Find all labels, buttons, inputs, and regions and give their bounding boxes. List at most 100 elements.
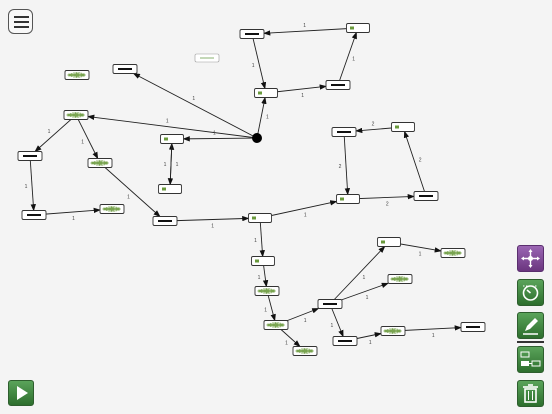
graph-node[interactable] [332, 336, 358, 346]
menu-bar [14, 16, 29, 18]
connection-edge[interactable] [256, 96, 267, 139]
gauge-tool-button[interactable] [517, 279, 544, 306]
connection-edge[interactable] [259, 217, 265, 258]
graph-node[interactable] [254, 88, 278, 98]
edge-label: 1 [72, 216, 75, 222]
signal-node[interactable] [263, 320, 289, 330]
play-button[interactable] [8, 380, 34, 406]
edit-tool-button[interactable] [517, 312, 544, 339]
edge-label: 1 [285, 340, 288, 346]
edge-label: 1 [366, 295, 369, 301]
signal-node[interactable] [254, 286, 280, 296]
signal-node[interactable] [87, 158, 113, 168]
delete-tool-button[interactable] [517, 380, 544, 407]
graph-node[interactable] [152, 216, 178, 226]
connection-edge[interactable] [164, 215, 250, 222]
graph-node[interactable] [336, 194, 360, 204]
signal-node[interactable] [64, 70, 90, 80]
connection-edge[interactable] [34, 114, 77, 153]
connection-edge[interactable] [403, 130, 427, 197]
graph-node[interactable] [377, 237, 401, 247]
signal-node[interactable] [63, 110, 89, 120]
signal-node[interactable] [380, 326, 406, 336]
graph-node[interactable] [331, 127, 357, 137]
connection-edge[interactable] [167, 138, 174, 186]
graph-node[interactable] [251, 256, 275, 266]
connection-edge[interactable] [251, 33, 267, 90]
signal-node[interactable] [292, 346, 318, 356]
hub-node[interactable] [252, 133, 262, 143]
connection-edge[interactable] [87, 114, 258, 139]
menu-button[interactable] [8, 9, 33, 34]
edge-label: 1 [304, 212, 307, 218]
connection-edge[interactable] [29, 155, 36, 212]
edge-label: 1 [252, 63, 255, 69]
edge-label: 1 [164, 162, 167, 168]
edge-label: 1 [254, 238, 257, 244]
edge-label: 1 [352, 56, 355, 62]
graph-node[interactable] [460, 322, 486, 332]
edge-label: 1 [192, 96, 195, 102]
edge-label: 2 [372, 122, 375, 128]
toolbar-separator [517, 341, 544, 343]
graph-node[interactable] [248, 213, 272, 223]
graph-node[interactable] [413, 191, 439, 201]
edge-label: 1 [304, 318, 307, 324]
edge-label: 2 [339, 164, 342, 170]
connection-edge[interactable] [182, 136, 258, 142]
edge-label: 1 [81, 140, 84, 146]
signal-node[interactable] [387, 274, 413, 284]
edge-label: 1 [432, 333, 435, 339]
graph-node[interactable] [317, 299, 343, 309]
connection-edge[interactable] [343, 131, 351, 196]
graph-node[interactable] [194, 53, 220, 63]
edge-label: 1 [127, 194, 130, 200]
move-tool-button[interactable] [517, 245, 544, 272]
connection-edge[interactable] [329, 303, 344, 338]
graph-node[interactable] [346, 23, 370, 33]
connection-edge[interactable] [99, 162, 161, 218]
trash-icon [523, 384, 538, 403]
graph-node[interactable] [158, 184, 182, 194]
menu-bar [14, 21, 29, 23]
graph-node[interactable] [239, 29, 265, 39]
play-icon [17, 386, 28, 400]
connection-edge[interactable] [75, 114, 99, 160]
edge-label: 1 [166, 119, 169, 125]
edge-label: 2 [419, 158, 422, 164]
graph-node[interactable] [21, 210, 47, 220]
swap-icon [520, 351, 541, 367]
graph-node[interactable] [160, 134, 184, 144]
edge-label: 1 [264, 308, 267, 314]
arrows-move-icon [521, 249, 540, 268]
graph-node[interactable] [112, 64, 138, 74]
connection-edge[interactable] [263, 27, 359, 36]
menu-bar [14, 26, 29, 28]
pencil-icon [523, 318, 538, 335]
edge-label: 1 [419, 251, 422, 257]
connection-edge[interactable] [329, 245, 386, 305]
connection-edge[interactable] [259, 200, 338, 219]
edge-label: 1 [303, 23, 306, 29]
edge-label: 1 [266, 115, 269, 121]
graph-node[interactable] [325, 80, 351, 90]
graph-node[interactable] [391, 122, 415, 132]
edge-label: 1 [331, 323, 334, 329]
edge-label: 1 [211, 223, 214, 229]
edge-label: 2 [386, 201, 389, 207]
signal-node[interactable] [440, 248, 466, 258]
edge-label: 1 [25, 184, 28, 190]
swap-tool-button[interactable] [517, 346, 544, 373]
graph-node[interactable] [17, 151, 43, 161]
connection-edge[interactable] [132, 73, 258, 139]
edge-label: 1 [213, 131, 216, 137]
signal-node[interactable] [99, 204, 125, 214]
edge-label: 1 [48, 129, 51, 135]
edge-label: 1 [258, 275, 261, 281]
edge-label: 1 [369, 340, 372, 346]
gauge-icon [522, 285, 539, 301]
edge-label: 1 [176, 162, 179, 168]
connection-edge[interactable] [337, 31, 357, 86]
edge-label: 1 [301, 93, 304, 99]
